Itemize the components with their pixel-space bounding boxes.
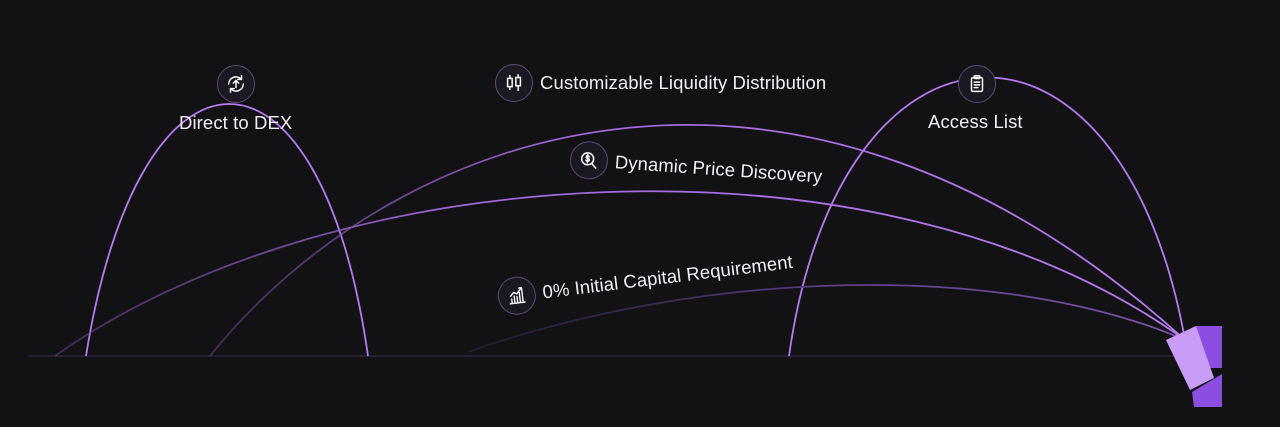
search-dollar-icon xyxy=(568,140,610,181)
arc-price-discovery xyxy=(54,190,1186,357)
clipboard-icon xyxy=(958,65,996,103)
candlestick-icon xyxy=(495,64,533,102)
arc-liquidity xyxy=(209,124,1186,357)
brand-logo xyxy=(1166,326,1222,407)
feature-label: Access List xyxy=(928,111,1023,132)
feature-price-discovery: Dynamic Price Discovery xyxy=(568,140,824,196)
feature-label: Customizable Liquidity Distribution xyxy=(540,71,827,93)
arrow-up-refresh-icon xyxy=(217,65,255,103)
arc-direct-to-dex xyxy=(85,103,369,357)
feature-zero-capital: 0% Initial Capital Requirement xyxy=(495,243,795,317)
arc-zero-capital xyxy=(467,284,1186,353)
growth-chart-icon xyxy=(495,274,539,317)
feature-label: Dynamic Price Discovery xyxy=(614,150,824,187)
feature-custom-liquidity: Customizable Liquidity Distribution xyxy=(495,64,826,102)
feature-label: Direct to DEX xyxy=(179,112,293,133)
